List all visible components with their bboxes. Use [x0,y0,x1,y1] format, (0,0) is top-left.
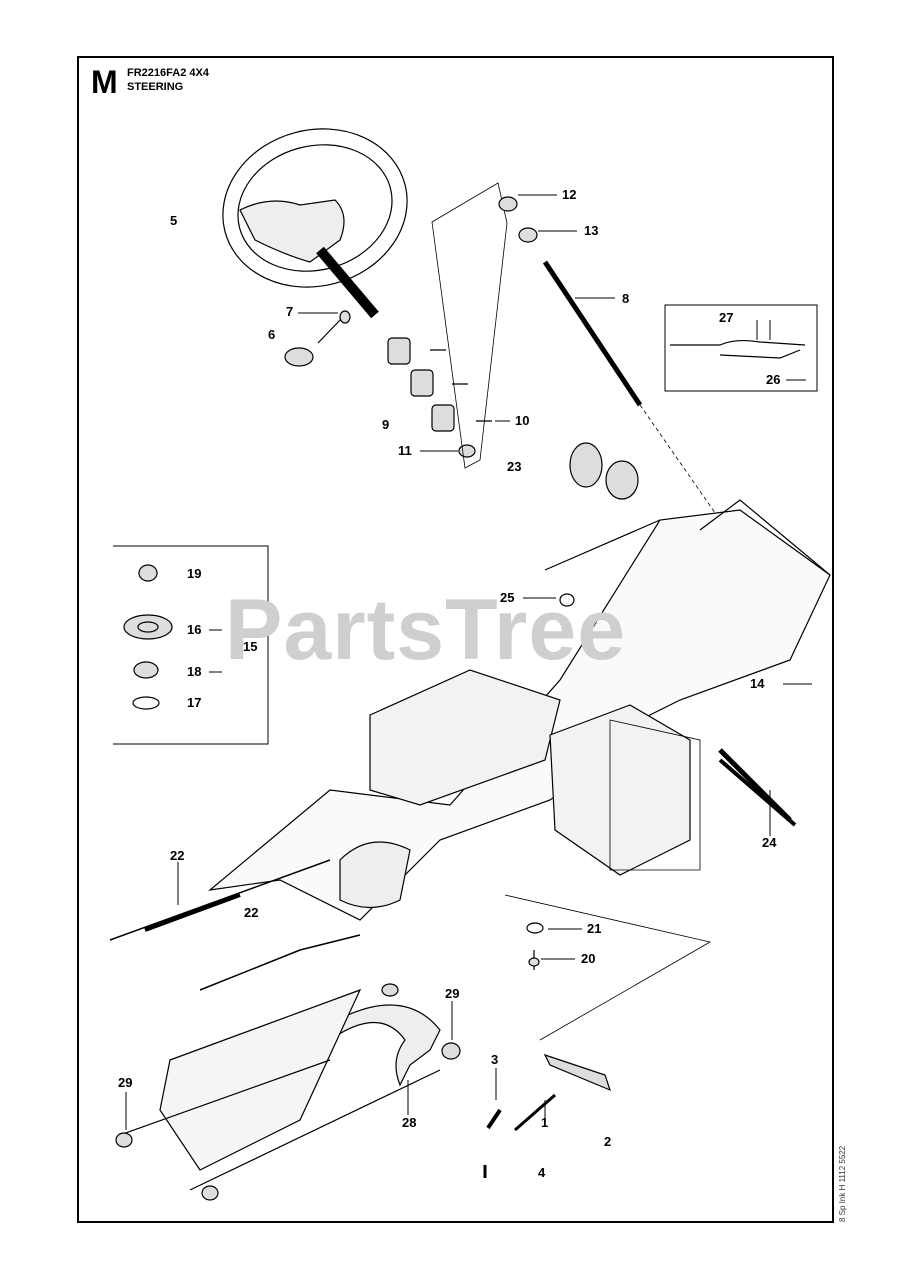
pulleys [559,442,639,607]
rod-24 [718,758,797,827]
callout-label: 28 [402,1115,417,1130]
callout-label: 29 [445,986,460,1001]
steering-wheel [222,128,408,319]
callout-label: 27 [719,310,734,325]
callout-label: 20 [581,951,596,966]
callout-label: 7 [286,304,294,319]
pedal-linkage [483,1053,611,1178]
callout-label: 9 [382,417,390,432]
callout-label: 24 [762,835,777,850]
callout-label: 3 [491,1052,499,1067]
leader-lines [125,194,812,1130]
callout-label: 6 [268,327,276,342]
callout-label: 15 [243,639,258,654]
callout-label: 8 [622,291,630,306]
callout-label: 2 [604,1134,612,1149]
callout-label: 18 [187,664,202,679]
side-code: 8 Sp Ink H 1112 5522 [838,1145,847,1222]
callout-label: 22 [244,905,259,920]
steering-shaft [498,196,721,521]
watermark: PartsTree [225,582,627,678]
callout-label: 1 [541,1115,549,1130]
drawing-frame [77,56,834,1223]
callout-label: 29 [118,1075,133,1090]
callout-label: 13 [584,223,599,238]
callout-label: 11 [398,443,412,458]
callout-label: 16 [187,622,202,637]
callout-label: 23 [507,459,522,474]
callout-label: 22 [170,848,185,863]
callout-label: 25 [500,590,515,605]
section-title: STEERING [127,81,184,93]
callout-label: 21 [587,921,602,936]
callout-label: 5 [170,213,178,228]
gear-parts [123,564,173,710]
steering-sector [319,983,461,1087]
callout-label: 14 [750,676,765,691]
callout-label: 10 [515,413,530,428]
tie-rods [109,859,361,991]
callout-label: 17 [187,695,202,710]
lower-bracket [115,988,441,1201]
section-letter: M [91,64,118,100]
model-title: FR2216FA2 4X4 [127,67,209,79]
callout-label: 12 [562,187,577,202]
callout-label: 26 [766,372,781,387]
callout-label: 19 [187,566,202,581]
callout-label: 4 [538,1165,546,1180]
chassis-frame [207,499,831,921]
lower-hardware [526,922,544,970]
